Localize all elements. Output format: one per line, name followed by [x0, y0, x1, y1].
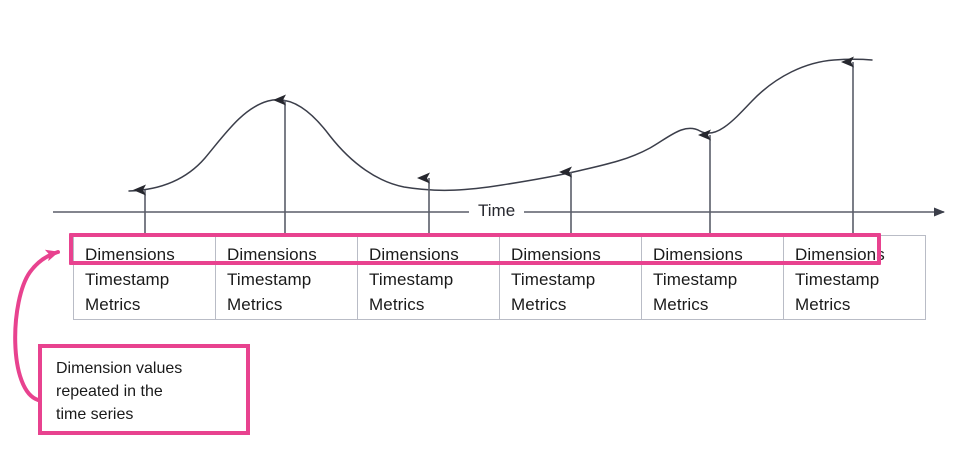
time-axis-label: Time: [469, 200, 525, 222]
record-field-dimensions: Dimensions: [653, 245, 743, 264]
record-field-dimensions: Dimensions: [369, 245, 459, 264]
record-box-4[interactable]: Dimensions Timestamp Metrics: [499, 235, 642, 320]
record-field-timestamp: Timestamp: [653, 270, 738, 289]
callout-line-3: time series: [56, 406, 134, 423]
record-field-timestamp: Timestamp: [511, 270, 596, 289]
record-field-dimensions: Dimensions: [85, 245, 175, 264]
metric-curve: [128, 58, 873, 192]
record-field-timestamp: Timestamp: [369, 270, 454, 289]
record-field-metrics: Metrics: [369, 295, 425, 314]
record-field-metrics: Metrics: [511, 295, 567, 314]
record-field-timestamp: Timestamp: [795, 270, 880, 289]
record-box-6[interactable]: Dimensions Timestamp Metrics: [783, 235, 926, 320]
record-field-dimensions: Dimensions: [227, 245, 317, 264]
record-field-timestamp: Timestamp: [85, 270, 170, 289]
record-field-dimensions: Dimensions: [511, 245, 601, 264]
dimensions-row-highlight: [69, 233, 881, 265]
record-field-dimensions: Dimensions: [795, 245, 885, 264]
callout-box[interactable]: Dimension values repeated in the time se…: [38, 344, 250, 435]
record-box-2[interactable]: Dimensions Timestamp Metrics: [215, 235, 358, 320]
callout-line-2: repeated in the: [56, 383, 163, 400]
record-box-5[interactable]: Dimensions Timestamp Metrics: [641, 235, 784, 320]
callout-line-1: Dimension values: [56, 360, 183, 377]
record-field-metrics: Metrics: [795, 295, 851, 314]
record-field-timestamp: Timestamp: [227, 270, 312, 289]
record-box-3[interactable]: Dimensions Timestamp Metrics: [357, 235, 500, 320]
record-field-metrics: Metrics: [85, 295, 141, 314]
record-field-metrics: Metrics: [653, 295, 709, 314]
record-field-metrics: Metrics: [227, 295, 283, 314]
